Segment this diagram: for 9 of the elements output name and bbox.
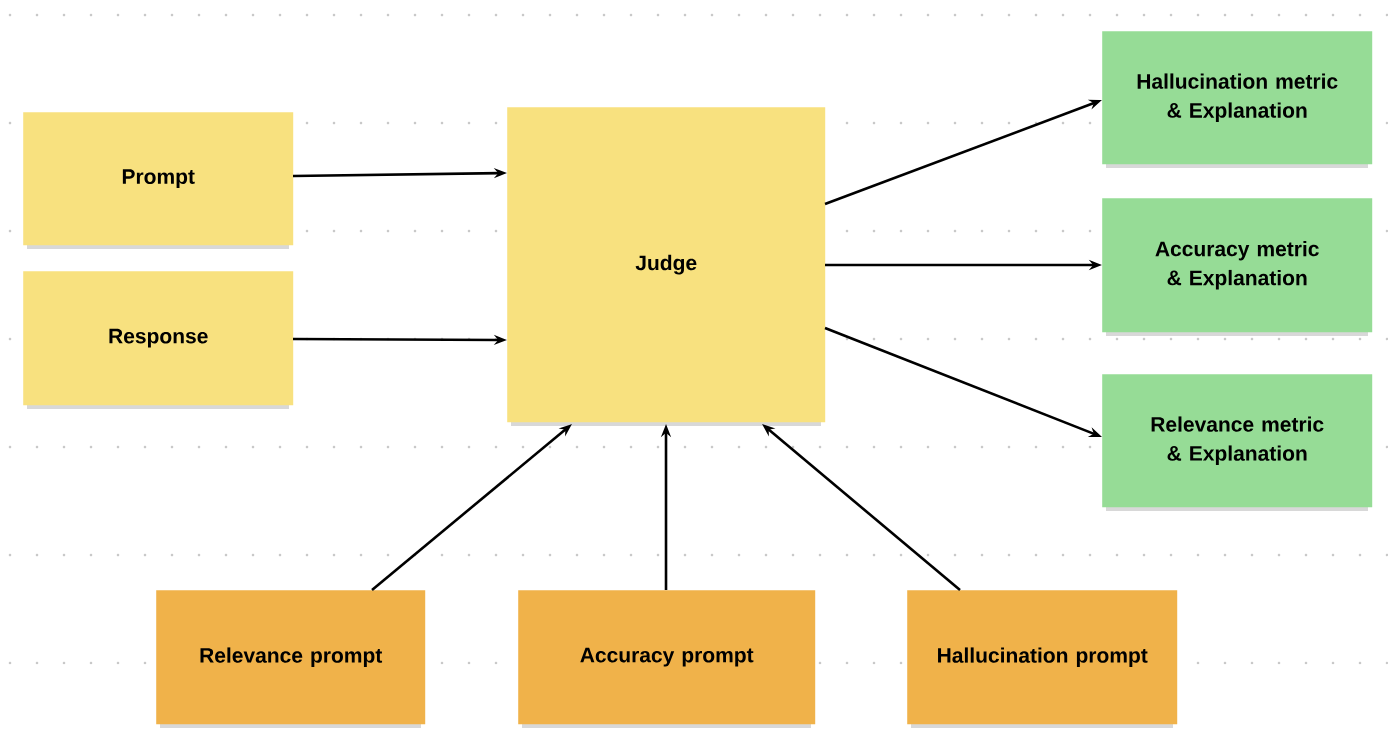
output-box: Hallucination metric & Explanation (1102, 31, 1373, 168)
input-box: Response (23, 271, 294, 409)
prompt-box: Hallucination prompt (907, 590, 1178, 728)
judge-box: Judge (507, 107, 826, 426)
output-box: Accuracy metric & Explanation (1102, 198, 1373, 336)
prompt-box: Accuracy prompt (518, 590, 816, 728)
input-box: Prompt (23, 112, 294, 249)
output-box: Relevance metric & Explanation (1102, 374, 1373, 511)
prompt-box: Relevance prompt (156, 590, 426, 728)
